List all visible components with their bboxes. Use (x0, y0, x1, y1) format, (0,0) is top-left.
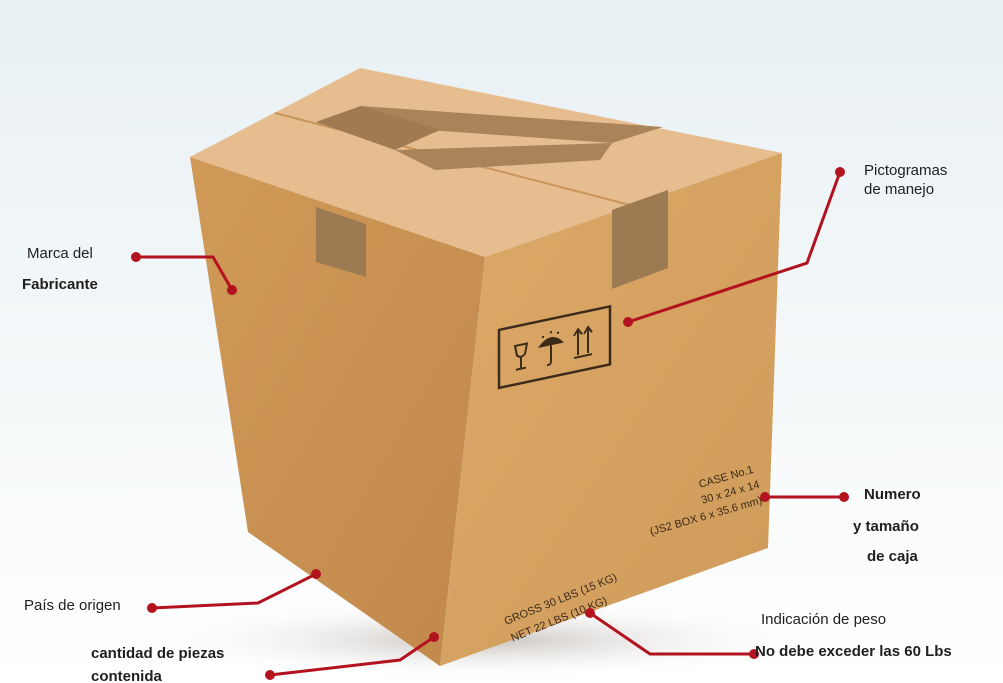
label-peso: Indicación de peso (761, 611, 886, 630)
label-caja: de caja (867, 548, 918, 567)
label-pictogramas-line1: Pictogramas (864, 162, 947, 181)
label-numero-line1: Numero (864, 486, 921, 505)
label-numero-line3: de caja (867, 548, 918, 567)
dot-marca-end (227, 285, 237, 295)
label-cantidad: cantidad de piezas (91, 645, 224, 664)
label-pais: País de origen (24, 597, 121, 616)
dot-cantidad-end (429, 632, 439, 642)
dot-marca-start (131, 252, 141, 262)
dot-peso-start (585, 608, 595, 618)
dot-cantidad-start (265, 670, 275, 680)
label-numero: Numero (864, 486, 921, 505)
dot-pictogramas-start (835, 167, 845, 177)
label-marca: Marca del (27, 245, 93, 264)
dot-pictogramas-end (623, 317, 633, 327)
label-fabricante: Fabricante (22, 276, 98, 295)
label-pictogramas-line2: de manejo (864, 181, 947, 200)
label-numero-line2: y tamaño (853, 518, 919, 537)
dot-pais-end (311, 569, 321, 579)
dot-numero-start (760, 492, 770, 502)
label-marca-line1: Marca del (27, 245, 93, 264)
label-pictogramas: Pictogramas de manejo (864, 162, 947, 200)
label-cantidad-line2: contenida (91, 668, 162, 683)
label-marca-line2: Fabricante (22, 276, 98, 295)
label-excede: No debe exceder las 60 Lbs (755, 643, 952, 662)
label-tamano: y tamaño (853, 518, 919, 537)
label-cantidad-line1: cantidad de piezas (91, 645, 224, 664)
dot-pais-start (147, 603, 157, 613)
label-contenida: contenida (91, 668, 162, 683)
dot-numero-end (839, 492, 849, 502)
